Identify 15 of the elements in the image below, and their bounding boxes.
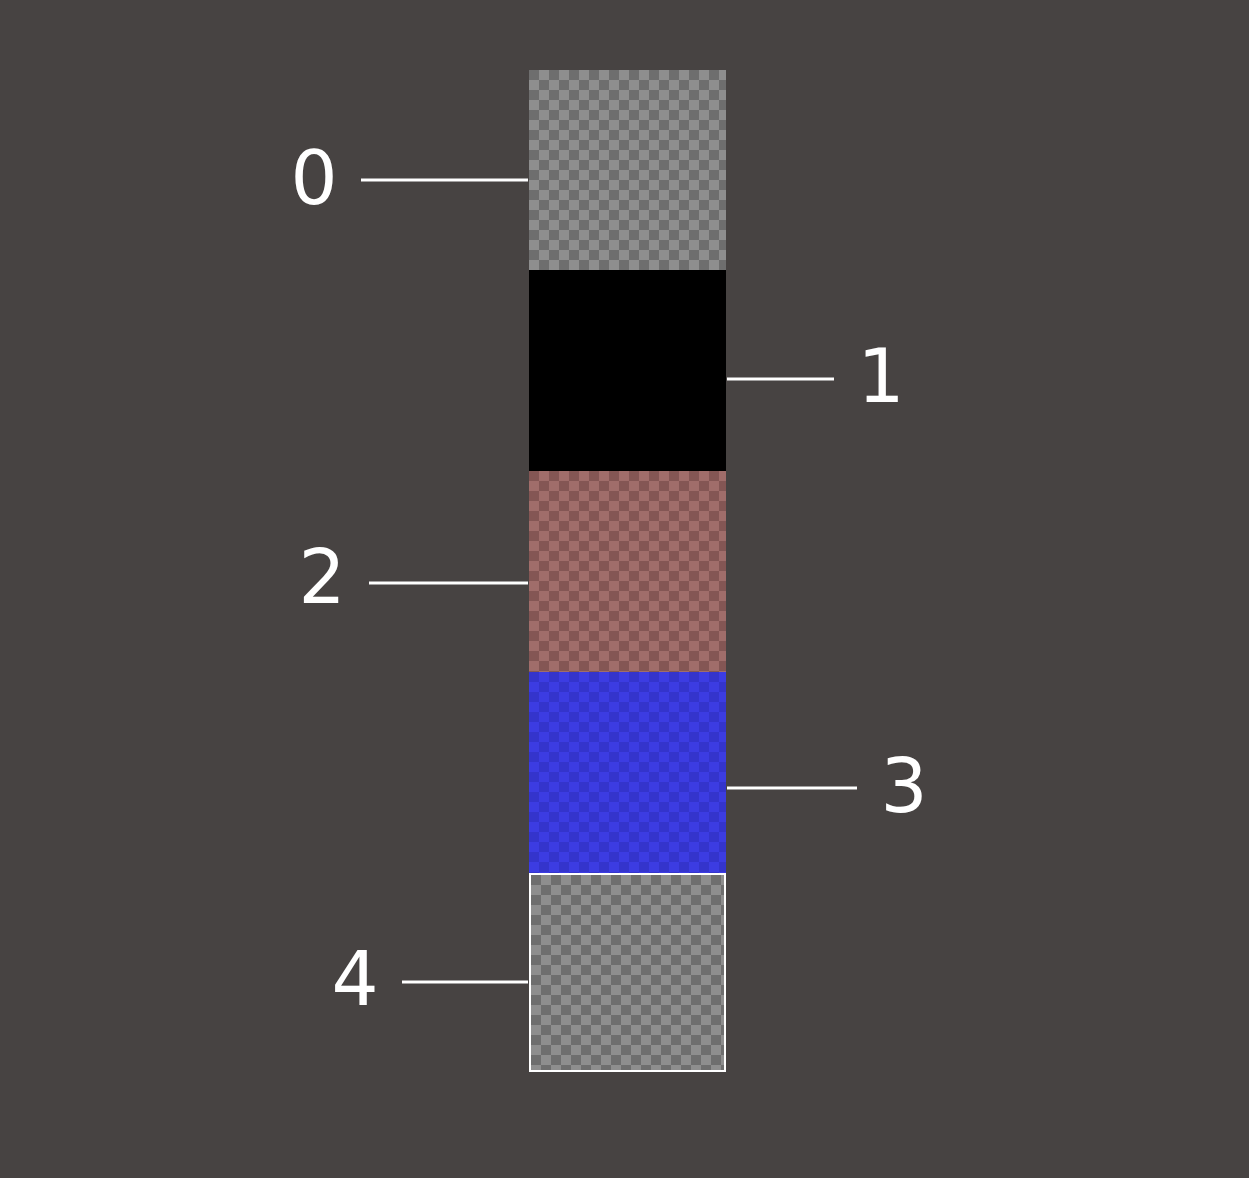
leader-line: [727, 377, 834, 381]
color-swatch: [529, 873, 726, 1072]
callout-number: 1: [856, 339, 906, 417]
leader-line: [402, 980, 528, 984]
color-swatch: [529, 471, 726, 672]
callout-number: 3: [879, 749, 929, 827]
callout-number: 4: [330, 942, 380, 1020]
leader-line: [369, 581, 528, 585]
leader-line: [727, 786, 857, 790]
color-swatch: [529, 270, 726, 471]
color-swatch: [529, 70, 726, 270]
color-swatch: [529, 672, 726, 873]
leader-line: [361, 178, 528, 182]
callout-number: 2: [297, 540, 347, 618]
callout-number: 0: [289, 141, 339, 219]
